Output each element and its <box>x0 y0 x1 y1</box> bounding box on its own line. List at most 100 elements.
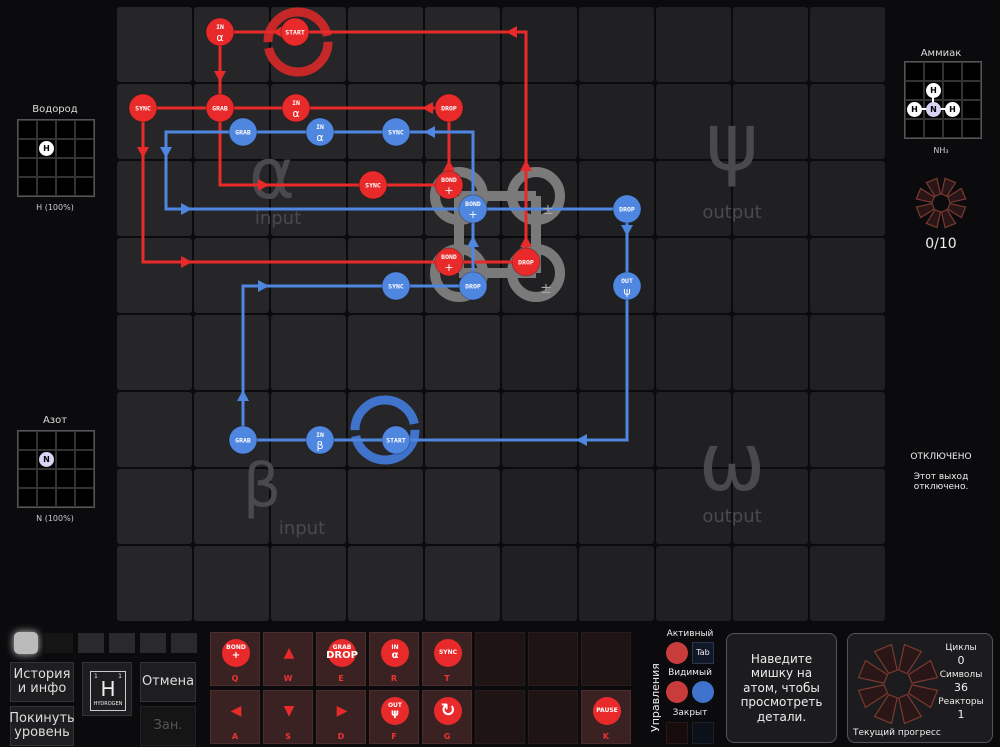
reactor-cell[interactable] <box>117 161 192 236</box>
direction-arrow-icon[interactable] <box>424 126 435 138</box>
reactor-cell[interactable] <box>271 546 346 621</box>
reactor-cell[interactable] <box>194 161 269 236</box>
reactor-cell[interactable] <box>117 392 192 467</box>
reactor-cell[interactable] <box>348 84 423 159</box>
reactor-cell[interactable] <box>425 84 500 159</box>
direction-arrow-icon[interactable] <box>272 26 283 38</box>
reactor-cell[interactable] <box>733 546 808 621</box>
blue-command-in[interactable]: INα <box>305 117 335 147</box>
red-command-drop[interactable]: DROP <box>511 247 541 277</box>
reactor-cell[interactable] <box>579 7 654 82</box>
reactor-cell[interactable] <box>810 238 885 313</box>
red-command-start[interactable]: START <box>280 17 310 47</box>
reactor-cell[interactable] <box>579 392 654 467</box>
reactor-cell[interactable] <box>502 84 577 159</box>
reactor-cell[interactable] <box>194 546 269 621</box>
blue-command-drop[interactable]: DROP <box>612 194 642 224</box>
locked-red-toggle[interactable] <box>666 722 688 744</box>
speed-play-buttons[interactable] <box>78 633 198 653</box>
direction-arrow-icon[interactable] <box>443 160 455 171</box>
red-command-in[interactable]: INα <box>281 93 311 123</box>
red-command-sync[interactable]: SYNC <box>128 93 158 123</box>
reactor-cell[interactable] <box>425 392 500 467</box>
output-target-preview[interactable] <box>904 61 982 139</box>
speed-stop-button[interactable] <box>14 632 38 654</box>
reactor-cell[interactable] <box>656 84 731 159</box>
reactor-cell[interactable] <box>348 161 423 236</box>
reactor-cell[interactable] <box>810 392 885 467</box>
reactor-cell[interactable] <box>194 469 269 544</box>
atom-h[interactable]: H <box>945 102 960 117</box>
reactor-cell[interactable] <box>733 238 808 313</box>
reactor-cell[interactable] <box>502 546 577 621</box>
reactor-cell[interactable] <box>502 315 577 390</box>
tool-g[interactable]: ↻G <box>422 690 472 744</box>
reactor-cell[interactable] <box>733 161 808 236</box>
reactor-cell[interactable] <box>348 238 423 313</box>
red-command-bond[interactable]: BOND+ <box>434 247 464 277</box>
active-red-toggle[interactable] <box>666 642 688 664</box>
reactor-cell[interactable] <box>733 84 808 159</box>
reactor-cell[interactable] <box>502 7 577 82</box>
reactor-cell[interactable] <box>502 469 577 544</box>
direction-arrow-icon[interactable] <box>576 434 587 446</box>
reactor-cell[interactable] <box>194 315 269 390</box>
reactor-cell[interactable] <box>348 315 423 390</box>
reactor-cell[interactable] <box>271 315 346 390</box>
direction-arrow-icon[interactable] <box>160 147 172 158</box>
reactor-cell[interactable] <box>810 469 885 544</box>
direction-arrow-icon[interactable] <box>520 160 532 171</box>
reactor-cell[interactable] <box>656 469 731 544</box>
reactor-cell[interactable] <box>656 315 731 390</box>
tool-d[interactable]: ▶D <box>316 690 366 744</box>
reactor-cell[interactable] <box>117 7 192 82</box>
tool-w[interactable]: ▲W <box>263 632 313 686</box>
blue-command-sync[interactable]: SYNC <box>381 117 411 147</box>
blue-command-in[interactable]: INβ <box>305 425 335 455</box>
atom-n[interactable]: N <box>39 452 54 467</box>
direction-arrow-icon[interactable] <box>258 280 269 292</box>
reactor-cell[interactable] <box>810 7 885 82</box>
reactor-cell[interactable] <box>425 7 500 82</box>
input-beta-preview[interactable] <box>17 430 95 508</box>
blue-command-grab[interactable]: GRAB <box>228 117 258 147</box>
reactor-cell[interactable] <box>579 238 654 313</box>
reactor-cell[interactable] <box>271 238 346 313</box>
element-info[interactable]: 1 1 H HYDROGEN <box>82 662 132 716</box>
reactor-cell[interactable] <box>117 315 192 390</box>
reactor-cell[interactable] <box>117 84 192 159</box>
red-command-grab[interactable]: GRAB <box>205 93 235 123</box>
reactor-cell[interactable] <box>194 238 269 313</box>
reactor-cell[interactable] <box>271 161 346 236</box>
blue-command-grab[interactable]: GRAB <box>228 425 258 455</box>
blue-command-drop[interactable]: DROP <box>458 271 488 301</box>
reactor-cell[interactable] <box>425 546 500 621</box>
atom-h[interactable]: H <box>907 102 922 117</box>
blue-command-sync[interactable]: SYNC <box>381 271 411 301</box>
reactor-cell[interactable] <box>656 161 731 236</box>
direction-arrow-icon[interactable] <box>520 236 532 247</box>
active-tab-toggle[interactable]: Tab <box>692 642 714 664</box>
blue-command-bond[interactable]: BOND+ <box>458 194 488 224</box>
reactor-cell[interactable] <box>810 546 885 621</box>
reactor-cell[interactable] <box>733 392 808 467</box>
red-command-sync[interactable]: SYNC <box>358 170 388 200</box>
tool-a[interactable]: ◀A <box>210 690 260 744</box>
reactor-cell[interactable] <box>733 469 808 544</box>
atom-h[interactable]: H <box>39 141 54 156</box>
reactor-cell[interactable] <box>425 315 500 390</box>
reactor-cell[interactable] <box>579 469 654 544</box>
reactor-cell[interactable] <box>810 84 885 159</box>
red-command-in[interactable]: INα <box>205 17 235 47</box>
reactor-cell[interactable] <box>733 315 808 390</box>
tool-q[interactable]: BOND+Q <box>210 632 260 686</box>
visible-red-toggle[interactable] <box>666 681 688 703</box>
direction-arrow-icon[interactable] <box>467 236 479 247</box>
